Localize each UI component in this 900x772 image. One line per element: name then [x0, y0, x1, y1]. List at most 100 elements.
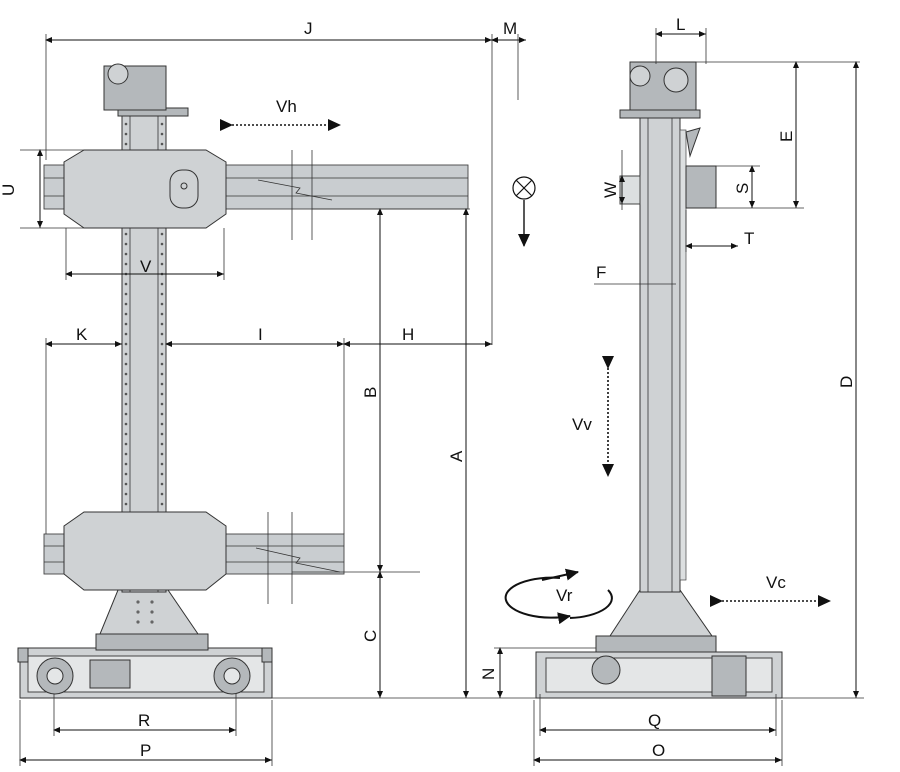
column-bolt — [160, 492, 164, 496]
label-H: H — [402, 325, 414, 344]
column-bolt — [124, 252, 128, 256]
column-bolt — [124, 392, 128, 396]
column-bolt — [124, 232, 128, 236]
column-bolt — [124, 142, 128, 146]
column-bolt — [160, 482, 164, 486]
dimension-labels: J M U V K I H B A C R P L E D S W T F N … — [0, 15, 856, 760]
label-I: I — [258, 325, 263, 344]
column-bolt — [124, 492, 128, 496]
label-Q: Q — [648, 711, 661, 730]
column-bolt — [124, 322, 128, 326]
boom-carriage-lower — [63, 511, 227, 591]
column-bolt — [160, 452, 164, 456]
column-bolt — [124, 342, 128, 346]
column-bolt — [124, 432, 128, 436]
label-W: W — [601, 182, 620, 198]
column-bolt — [124, 262, 128, 266]
column-bolt — [160, 402, 164, 406]
column-bolt — [160, 472, 164, 476]
column-bolt — [124, 472, 128, 476]
side-pedestal — [609, 589, 713, 637]
column-bolt — [160, 302, 164, 306]
column-bolt — [160, 332, 164, 336]
column-bolt — [124, 482, 128, 486]
slew-ring — [95, 633, 209, 651]
rotation-arrow-icon — [504, 568, 613, 625]
label-F: F — [596, 263, 606, 282]
column-bolt — [124, 132, 128, 136]
column-bolt — [160, 362, 164, 366]
label-N: N — [479, 668, 498, 680]
column-bolt — [124, 352, 128, 356]
column-bolt — [160, 122, 164, 126]
column-bolt — [160, 352, 164, 356]
column-bolt — [160, 252, 164, 256]
column-bolt — [160, 442, 164, 446]
column-bolt — [160, 392, 164, 396]
column-bolt — [124, 122, 128, 126]
label-U: U — [0, 184, 18, 196]
column-bolt — [124, 332, 128, 336]
column-bolt — [160, 372, 164, 376]
label-P: P — [140, 741, 151, 760]
label-R: R — [138, 711, 150, 730]
column-bolt — [160, 322, 164, 326]
column-bolt — [160, 242, 164, 246]
column-bolt — [124, 402, 128, 406]
column-bolt — [160, 262, 164, 266]
label-A: A — [447, 450, 466, 462]
column-bolt — [160, 382, 164, 386]
column-bolt — [124, 452, 128, 456]
column-bolt — [124, 442, 128, 446]
label-Vh: Vh — [276, 97, 297, 116]
column-bolt — [160, 502, 164, 506]
column-bolt — [160, 422, 164, 426]
label-E: E — [777, 131, 796, 142]
column-bolt — [160, 142, 164, 146]
column-bolt — [124, 242, 128, 246]
column-bolt — [124, 422, 128, 426]
column-bolt — [124, 362, 128, 366]
label-V: V — [140, 257, 152, 276]
side-view — [535, 61, 783, 699]
label-S: S — [733, 183, 752, 194]
column-bolt — [124, 372, 128, 376]
column-bolt — [160, 312, 164, 316]
column-bolt — [124, 292, 128, 296]
label-Vc: Vc — [766, 573, 786, 592]
side-boom-section — [685, 165, 717, 209]
column-bolt — [160, 462, 164, 466]
label-D: D — [837, 376, 856, 388]
column-bolt — [160, 432, 164, 436]
label-Vv: Vv — [572, 415, 592, 434]
column-bolt — [160, 132, 164, 136]
column-bolt — [124, 502, 128, 506]
label-L: L — [676, 15, 685, 34]
column-bolt — [160, 292, 164, 296]
column-bolt — [124, 282, 128, 286]
column-bolt — [124, 412, 128, 416]
column-bolt — [160, 342, 164, 346]
load-cross-icon — [512, 176, 536, 200]
label-C: C — [361, 630, 380, 642]
column-bolt — [124, 462, 128, 466]
label-O: O — [652, 741, 665, 760]
column-bolt — [124, 302, 128, 306]
label-Vr: Vr — [556, 586, 573, 605]
column-bolt — [124, 312, 128, 316]
dimension-lines — [19, 28, 864, 766]
column-bolt — [124, 382, 128, 386]
boom-carriage-upper — [63, 149, 227, 229]
front-view — [17, 63, 469, 699]
label-M: M — [503, 19, 517, 38]
column-bolt — [160, 412, 164, 416]
label-B: B — [361, 387, 380, 398]
pedestal — [99, 589, 199, 635]
label-J: J — [304, 19, 313, 38]
column-bolt — [160, 232, 164, 236]
label-K: K — [76, 325, 88, 344]
label-T: T — [744, 229, 754, 248]
column-bolt — [160, 282, 164, 286]
side-column — [639, 117, 681, 593]
